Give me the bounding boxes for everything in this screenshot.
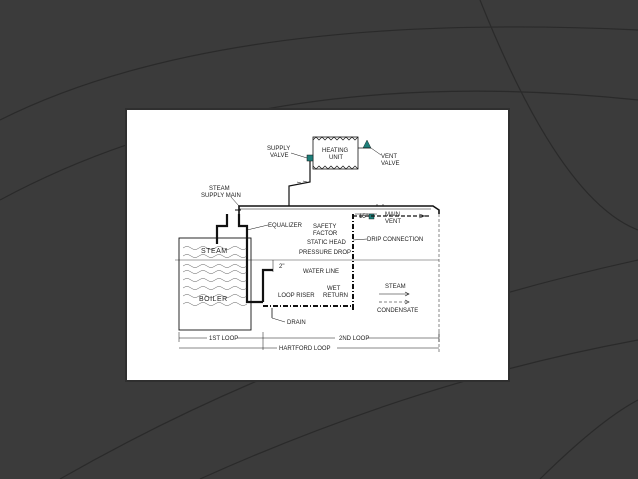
- water-line-label: WATER LINE: [303, 269, 339, 275]
- wet-return-label-1: WET: [327, 286, 341, 292]
- steam-main: [238, 198, 440, 214]
- supply-valve-label-2: VALVE: [270, 153, 288, 159]
- dim-15in-label: 15": [359, 214, 368, 220]
- diagram-frame: HEATING UNIT SUPPLY VALVE VENT VALVE STE…: [127, 110, 508, 380]
- safety-factor-label-1: SAFETY: [313, 224, 336, 230]
- safety-factor-label-2: FACTOR: [313, 231, 338, 237]
- legend: STEAM CONDENSATE: [377, 284, 418, 314]
- loop-riser-label: LOOP RISER: [278, 293, 315, 299]
- static-head-label-1: STATIC HEAD: [307, 240, 346, 246]
- boiler-steam-label: STEAM: [201, 248, 228, 255]
- legend-condensate-label: CONDENSATE: [377, 308, 418, 314]
- boiler: STEAM BOILER: [178, 237, 252, 331]
- drain-label: DRAIN: [287, 320, 306, 326]
- drip-return-line: [352, 213, 440, 354]
- static-head-label-2: PRESSURE DROP: [299, 250, 351, 256]
- heating-unit-label-1: HEATING: [322, 148, 349, 154]
- steam-supply-label-2: SUPPLY MAIN: [201, 193, 241, 199]
- supply-valve-label-1: SUPPLY: [267, 146, 290, 152]
- boiler-label: BOILER: [199, 296, 228, 303]
- vent-valve-icon: [358, 139, 372, 149]
- equalizer-label: EQUALIZER: [268, 223, 303, 229]
- boiler-risers: [215, 209, 263, 304]
- main-vent-label-1: MAIN: [385, 212, 400, 218]
- dim-2in-label: 2": [279, 264, 284, 270]
- loop-riser: [261, 268, 354, 310]
- wet-return-label-2: RETURN: [323, 293, 348, 299]
- legend-steam-label: STEAM: [385, 284, 406, 290]
- hartford-loop-diagram: HEATING UNIT SUPPLY VALVE VENT VALVE STE…: [175, 136, 440, 354]
- hartford-loop-label: HARTFORD LOOP: [279, 346, 331, 352]
- vent-valve-label-2: VALVE: [381, 161, 399, 167]
- supply-riser: [288, 178, 311, 198]
- supply-valve-icon: [306, 154, 314, 178]
- heating-unit: HEATING UNIT: [312, 136, 359, 170]
- loop-dimensions: [178, 332, 440, 350]
- drip-connection-label: DRIP CONNECTION: [367, 237, 423, 243]
- second-loop-label: 2ND LOOP: [339, 336, 369, 342]
- heating-unit-label-2: UNIT: [329, 155, 343, 161]
- steam-supply-label-1: STEAM: [209, 186, 230, 192]
- main-vent-label-2: VENT: [385, 219, 401, 225]
- vent-valve-label-1: VENT: [381, 154, 397, 160]
- first-loop-label: 1ST LOOP: [209, 336, 238, 342]
